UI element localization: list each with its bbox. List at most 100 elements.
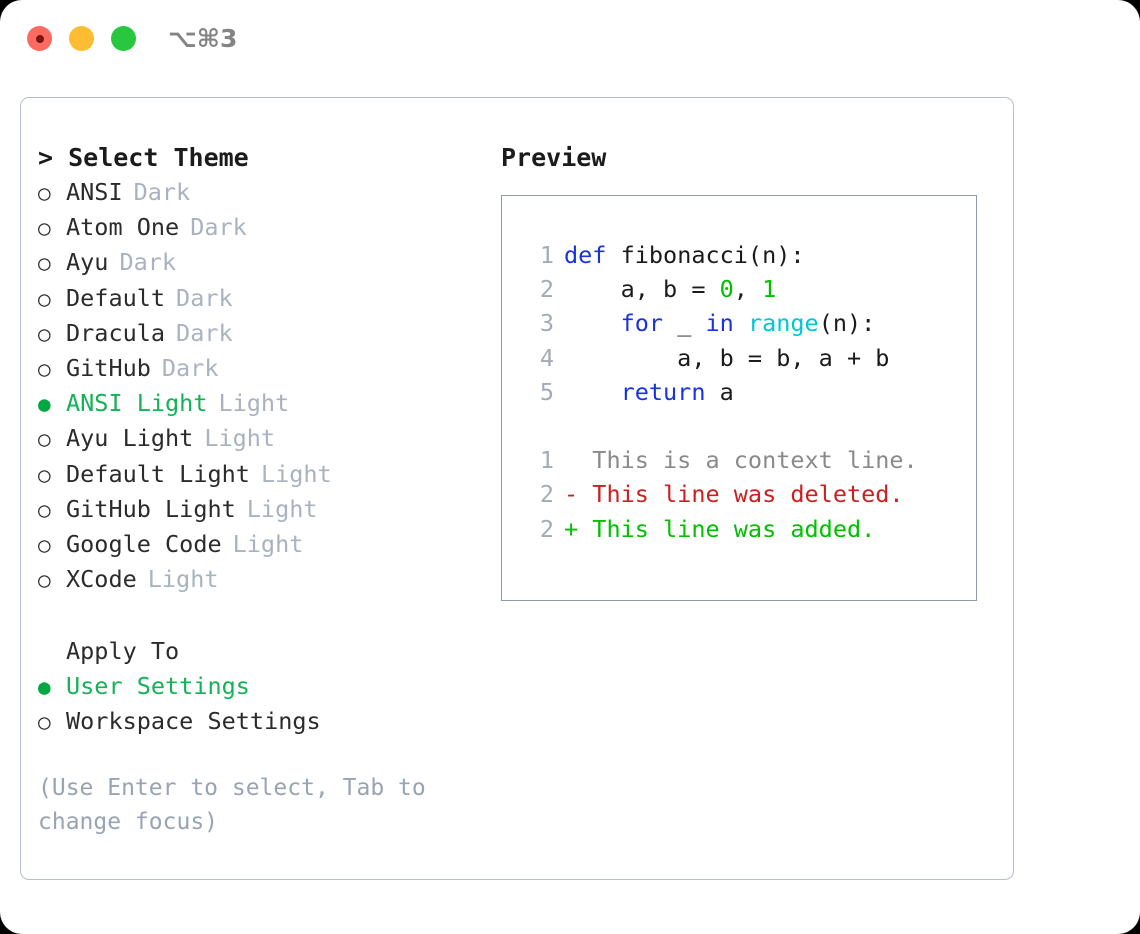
code-line-content: def fibonacci(n): — [564, 238, 805, 272]
keyboard-hint-text: (Use Enter to select, Tab to change focu… — [38, 775, 440, 836]
apply-to-heading: Apply To — [66, 637, 180, 666]
theme-option-kind: Dark — [176, 283, 233, 312]
radio-unselected-icon: ○ — [38, 427, 51, 452]
theme-option-kind: Light — [218, 389, 290, 418]
theme-option-github[interactable]: ○ GitHub Dark — [38, 351, 488, 386]
apply-to-option-label: User Settings — [66, 671, 250, 700]
code-token: + This line was added. — [564, 514, 876, 543]
line-number: 1 — [539, 241, 554, 269]
code-token: for — [620, 309, 664, 338]
apply-to-option-label: Workspace Settings — [66, 706, 321, 735]
radio-unselected-icon: ○ — [38, 568, 51, 593]
radio-unselected-icon: ○ — [38, 533, 51, 558]
diff-line: 2 + This line was added. — [520, 512, 976, 546]
theme-option-label: Default Light — [66, 459, 250, 488]
code-token: 0 — [719, 275, 734, 304]
window-controls — [27, 26, 136, 51]
radio-unselected-icon: ○ — [38, 497, 51, 522]
radio-selected-icon: ● — [38, 674, 51, 699]
code-line: 3 for _ in range(n): — [520, 306, 976, 340]
theme-option-google-code[interactable]: ○ Google Code Light — [38, 527, 488, 562]
code-token: in — [705, 309, 734, 338]
code-line: 5 return a — [520, 375, 976, 409]
theme-option-xcode[interactable]: ○ XCode Light — [38, 562, 488, 597]
code-line-content: a, b = 0, 1 — [564, 272, 777, 306]
radio-unselected-icon: ○ — [38, 181, 51, 205]
theme-option-label: Atom One — [66, 213, 180, 242]
theme-option-kind: Dark — [190, 213, 247, 242]
line-number: 2 — [539, 514, 554, 543]
line-number: 1 — [539, 446, 554, 475]
code-line: 2 a, b = 0, 1 — [520, 272, 976, 306]
theme-option-ansi-light[interactable]: ● ANSI Light Light — [38, 386, 488, 421]
code-token: , — [733, 275, 763, 304]
line-number: 2 — [539, 480, 554, 509]
theme-option-kind: Dark — [161, 354, 219, 383]
apply-to-option-user-settings[interactable]: ● User Settings — [38, 669, 488, 704]
radio-unselected-icon: ○ — [38, 251, 51, 276]
code-token: a, b = b, a + b — [564, 343, 890, 372]
theme-option-kind: Light — [260, 459, 332, 488]
code-token — [564, 378, 621, 406]
line-number: 2 — [539, 275, 554, 304]
theme-option-atom-one[interactable]: ○ Atom One Dark — [38, 210, 488, 245]
theme-option-label: Ayu Light — [66, 424, 194, 453]
code-token: 1 — [762, 275, 777, 304]
code-token: (n): — [818, 309, 876, 338]
code-token: a, b = — [564, 275, 720, 304]
line-number: 5 — [539, 377, 554, 406]
apply-to-option-list[interactable]: ● User Settings ○ Workspace Settings — [38, 669, 488, 739]
diff-line-content: - This line was deleted. — [564, 477, 904, 511]
code-token: This is a context line. — [564, 446, 918, 475]
line-number: 3 — [539, 309, 554, 338]
theme-option-label: Dracula — [66, 318, 166, 347]
code-blank-line — [520, 409, 976, 443]
apply-to-option-workspace-settings[interactable]: ○ Workspace Settings — [38, 704, 488, 739]
radio-unselected-icon: ○ — [38, 216, 51, 241]
preview-heading: Preview — [501, 143, 607, 172]
diff-line: 2 - This line was deleted. — [520, 477, 976, 511]
code-line: 1 def fibonacci(n): — [520, 238, 976, 272]
theme-option-label: GitHub — [66, 354, 151, 383]
theme-option-kind: Light — [246, 494, 318, 523]
code-line: 4 a, b = b, a + b — [520, 341, 976, 375]
maximize-window-button[interactable] — [111, 26, 136, 51]
theme-option-label: XCode — [66, 565, 137, 594]
code-token: _ — [663, 309, 706, 338]
code-line-content: for _ in range(n): — [564, 306, 876, 340]
line-number: 4 — [539, 343, 554, 372]
diff-line: 1 This is a context line. — [520, 443, 976, 477]
code-line-content: return a — [564, 375, 734, 409]
select-theme-heading: > Select Theme — [38, 143, 249, 172]
code-line-content: a, b = b, a + b — [564, 341, 889, 375]
code-token: - This line was deleted. — [564, 480, 904, 509]
radio-unselected-icon: ○ — [38, 357, 51, 382]
close-window-button[interactable] — [27, 26, 52, 51]
theme-option-kind: Light — [147, 565, 219, 594]
keyboard-shortcut-label: ⌥⌘3 — [168, 24, 238, 53]
theme-option-label: ANSI Light — [66, 389, 208, 418]
diff-line-content: This is a context line. — [564, 443, 918, 477]
radio-selected-icon: ● — [38, 392, 51, 417]
theme-option-kind: Dark — [133, 178, 191, 206]
theme-option-label: Google Code — [66, 530, 222, 559]
minimize-window-button[interactable] — [69, 26, 94, 51]
code-token: return — [620, 377, 706, 406]
code-token: def — [564, 241, 607, 269]
theme-option-kind: Dark — [119, 248, 177, 277]
radio-unselected-icon: ○ — [38, 709, 51, 734]
theme-option-kind: Light — [232, 530, 304, 559]
